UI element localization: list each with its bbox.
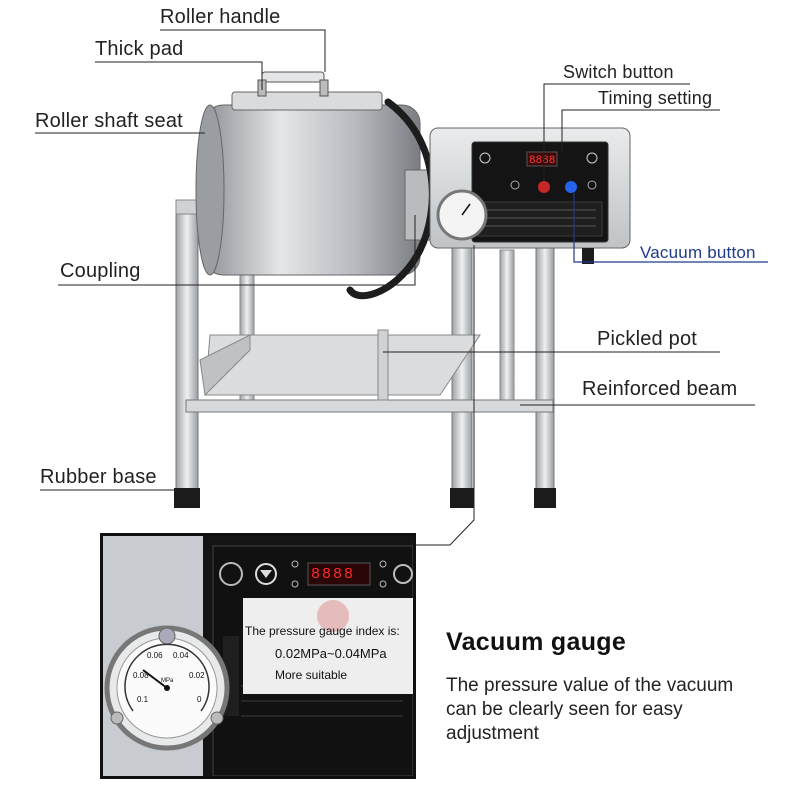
label-timing-setting: Timing setting bbox=[598, 88, 713, 108]
label-switch-button: Switch button bbox=[563, 62, 674, 82]
frame-leg bbox=[499, 249, 515, 401]
label-rubber-base: Rubber base bbox=[40, 466, 157, 488]
leader-switch-button bbox=[543, 83, 690, 181]
svg-text:0.1: 0.1 bbox=[137, 695, 149, 704]
rubber-foot bbox=[534, 488, 556, 508]
label-thick-pad: Thick pad bbox=[95, 38, 184, 60]
reinforced-beam bbox=[185, 399, 554, 413]
feature-title: Vacuum gauge bbox=[446, 628, 627, 656]
gauge-closeup-inset: 0.06 0.04 0.08 0.02 0.1 0 MPa 8888 The p… bbox=[100, 533, 416, 779]
svg-text:8888: 8888 bbox=[529, 155, 555, 167]
lower-rail bbox=[199, 334, 251, 397]
feature-description: The pressure value of the vacuum can be … bbox=[446, 675, 734, 744]
frame-leg bbox=[535, 244, 555, 501]
vacuum-hose bbox=[346, 98, 436, 300]
gauge-note-title: The pressure gauge index is: bbox=[245, 624, 400, 638]
gauge-note: More suitable bbox=[275, 668, 348, 682]
drum-end bbox=[195, 104, 225, 276]
svg-text:MPa: MPa bbox=[161, 678, 174, 684]
leader-roller-handle bbox=[160, 29, 326, 72]
rubber-foot bbox=[450, 488, 474, 508]
label-roller-shaft-seat: Roller shaft seat bbox=[35, 110, 183, 132]
leader-thick-pad bbox=[95, 61, 263, 90]
label-reinforced-beam: Reinforced beam bbox=[582, 378, 738, 400]
frame-leg bbox=[175, 199, 199, 501]
timer-display bbox=[526, 151, 558, 167]
roller-lid bbox=[231, 91, 383, 111]
svg-text:0: 0 bbox=[197, 695, 202, 704]
svg-text:0.06: 0.06 bbox=[147, 651, 163, 660]
roller-handle bbox=[261, 71, 325, 83]
leader-coupling bbox=[58, 215, 416, 286]
power-button bbox=[538, 181, 550, 193]
down-arrow-button bbox=[255, 563, 277, 585]
rubber-foot bbox=[174, 488, 200, 508]
drum-body bbox=[204, 104, 421, 276]
label-vacuum-button: Vacuum button bbox=[640, 243, 756, 262]
leader-vacuum-button bbox=[573, 193, 768, 263]
gauge-range: 0.02MPa~0.04MPa bbox=[275, 646, 387, 661]
label-pickled-pot: Pickled pot bbox=[597, 328, 698, 350]
svg-text:0.02: 0.02 bbox=[189, 671, 205, 680]
closeup-panel: 0.06 0.04 0.08 0.02 0.1 0 MPa bbox=[103, 536, 413, 776]
svg-text:0.08: 0.08 bbox=[133, 671, 149, 680]
closeup-timer-display: 8888 bbox=[311, 566, 356, 583]
svg-text:0.04: 0.04 bbox=[173, 651, 189, 660]
label-coupling: Coupling bbox=[60, 260, 141, 282]
label-roller-handle: Roller handle bbox=[160, 6, 281, 28]
pickled-pot-plate bbox=[377, 329, 389, 401]
vacuum-button bbox=[565, 181, 577, 193]
leader-timing-setting bbox=[561, 109, 720, 152]
